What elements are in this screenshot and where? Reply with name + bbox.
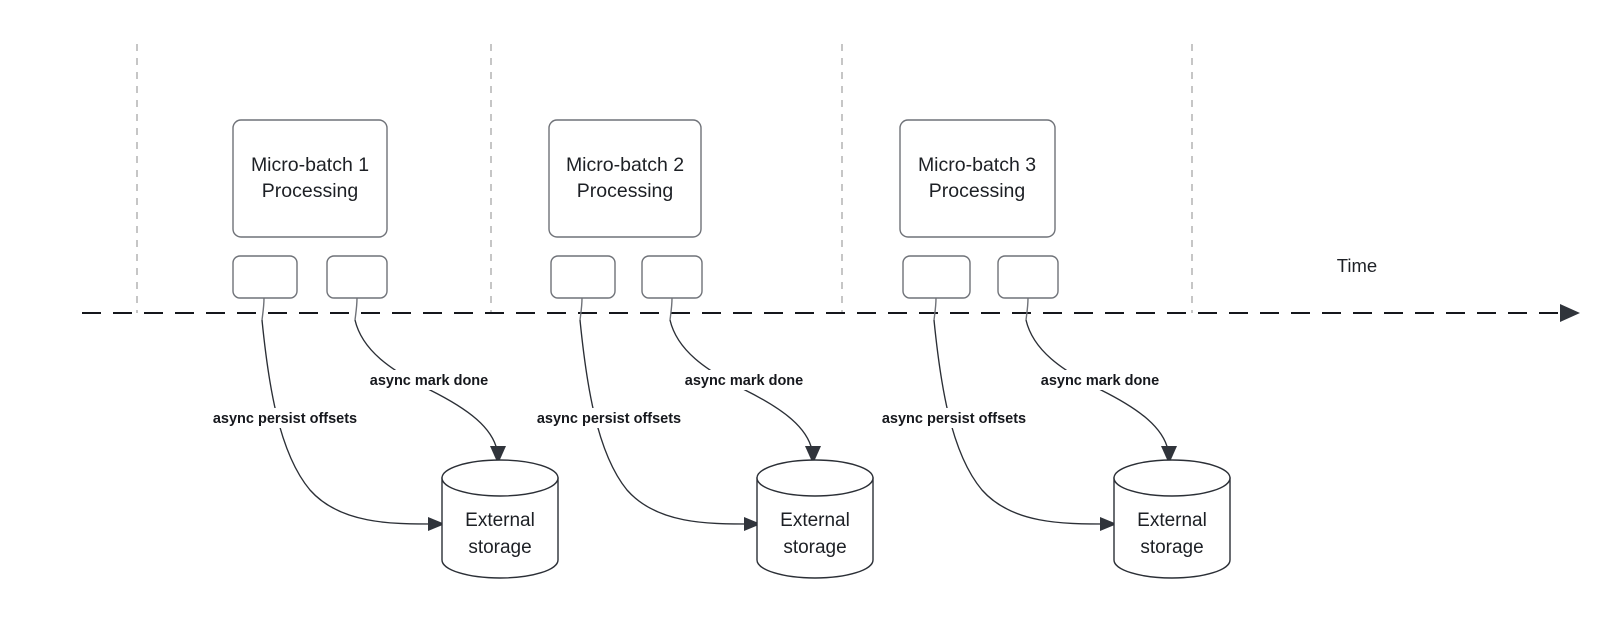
small-box-3a[interactable] <box>902 255 971 299</box>
external-storage-1-body <box>441 477 559 579</box>
persist-offsets-curve-2 <box>579 319 749 525</box>
small-box-2a[interactable] <box>550 255 616 299</box>
external-storage-3-top <box>1113 459 1231 497</box>
external-storage-1-top <box>441 459 559 497</box>
small-box-1a[interactable] <box>232 255 298 299</box>
persist-offsets-label-2-group: async persist offsets <box>520 408 698 428</box>
persist-offsets-label-2: async persist offsets <box>537 411 681 427</box>
external-storage-3-body <box>1113 477 1231 579</box>
mark-done-label-3: async mark done <box>1041 373 1159 389</box>
persist-offsets-arrow-3-icon <box>1100 517 1117 531</box>
external-storage-3[interactable]: External storage <box>1113 459 1231 579</box>
microbatch-1-label-line2: Processing <box>262 180 358 202</box>
mark-done-label-2: async mark done <box>685 373 803 389</box>
microbatch-3-label-line2: Processing <box>929 180 1025 202</box>
stem-1a <box>261 297 265 321</box>
external-storage-1-label-line2: storage <box>468 537 531 558</box>
mark-done-label-3-group: async mark done <box>1029 370 1171 390</box>
stem-3a <box>933 297 937 321</box>
timeline-arrow-icon <box>1560 304 1580 322</box>
external-storage-3-label-line2: storage <box>1140 537 1203 558</box>
mark-done-arrow-2-icon <box>805 446 821 464</box>
mark-done-label-2-group: async mark done <box>673 370 815 390</box>
persist-offsets-arrow-1-icon <box>428 517 445 531</box>
persist-offsets-curve-3 <box>933 319 1105 525</box>
persist-offsets-label-3: async persist offsets <box>882 411 1026 427</box>
persist-offsets-curve-1 <box>261 319 433 525</box>
boundary-lines <box>136 44 1193 313</box>
mark-done-label-1-bg <box>358 370 500 390</box>
stem-2b <box>669 297 673 321</box>
persist-offsets-label-1-bg <box>196 408 374 428</box>
persist-offsets-label-3-bg <box>865 408 1043 428</box>
persist-offsets-label-1: async persist offsets <box>213 411 357 427</box>
mark-done-label-1: async mark done <box>370 373 488 389</box>
external-storage-2-label-line2: storage <box>783 537 846 558</box>
group-3: Micro-batch 3 Processing External storag… <box>865 119 1231 579</box>
microbatch-2-box[interactable] <box>548 119 702 238</box>
mark-done-arrow-1-icon <box>490 446 506 464</box>
stem-3b <box>1025 297 1029 321</box>
timeline-axis <box>82 304 1580 322</box>
microbatch-3-label-line1: Micro-batch 3 <box>918 154 1036 176</box>
external-storage-3-label-line1: External <box>1137 510 1207 531</box>
microbatch-3-box[interactable] <box>899 119 1056 238</box>
microbatch-1-label-line1: Micro-batch 1 <box>251 154 369 176</box>
microbatch-2-label-line2: Processing <box>577 180 673 202</box>
external-storage-2-body <box>756 477 874 579</box>
external-storage-2-label-line1: External <box>780 510 850 531</box>
small-box-3b[interactable] <box>997 255 1059 299</box>
persist-offsets-label-1-group: async persist offsets <box>196 408 374 428</box>
mark-done-label-2-bg <box>673 370 815 390</box>
group-1: Micro-batch 1 Processing External storag… <box>196 119 559 579</box>
stem-2a <box>579 297 583 321</box>
stem-1b <box>354 297 358 321</box>
small-box-1b[interactable] <box>326 255 388 299</box>
persist-offsets-arrow-2-icon <box>744 517 761 531</box>
microbatch-2-label-line1: Micro-batch 2 <box>566 154 684 176</box>
external-storage-2[interactable]: External storage <box>756 459 874 579</box>
group-2: Micro-batch 2 Processing External storag… <box>520 119 874 579</box>
mark-done-label-3-bg <box>1029 370 1171 390</box>
small-box-2b[interactable] <box>641 255 703 299</box>
mark-done-arrow-3-icon <box>1161 446 1177 464</box>
external-storage-1[interactable]: External storage <box>441 459 559 579</box>
external-storage-2-top <box>756 459 874 497</box>
external-storage-1-label-line1: External <box>465 510 535 531</box>
time-axis-label: Time <box>1337 255 1377 276</box>
mark-done-label-1-group: async mark done <box>358 370 500 390</box>
persist-offsets-label-2-bg <box>520 408 698 428</box>
persist-offsets-label-3-group: async persist offsets <box>865 408 1043 428</box>
microbatch-1-box[interactable] <box>232 119 388 238</box>
